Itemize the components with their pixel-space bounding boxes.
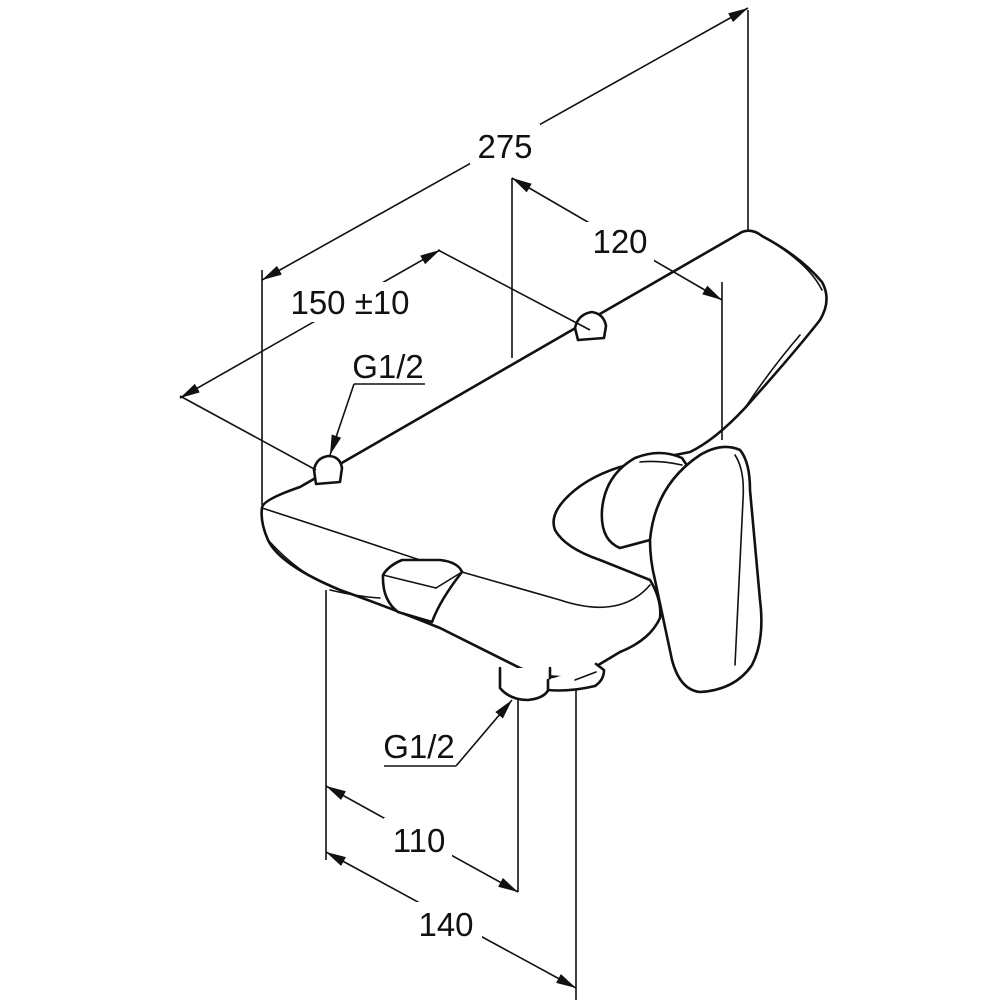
dim-110: 110 [325, 785, 519, 893]
top-inlet-left [312, 454, 344, 486]
top-inlet-right [573, 310, 608, 342]
bottom-outlet [498, 662, 606, 702]
dim-label-275: 275 [477, 128, 532, 165]
thread-label-bottom: G1/2 [383, 699, 513, 767]
outlet-slot [381, 558, 464, 624]
dim-275: 275 [261, 7, 749, 281]
handle-lever [648, 445, 763, 694]
thread-bottom-text: G1/2 [383, 728, 455, 765]
thread-top-text: G1/2 [352, 348, 424, 385]
dim-label-110: 110 [393, 822, 446, 859]
thread-label-top: G1/2 [329, 348, 425, 456]
dim-150: 150 ±10 [179, 249, 441, 399]
dim-120: 120 [511, 177, 723, 301]
dim-label-150: 150 ±10 [290, 284, 409, 321]
dim-label-140: 140 [418, 906, 473, 943]
dim-label-120: 120 [592, 223, 647, 260]
mixer-handle [600, 445, 763, 694]
dim-140: 140 [325, 851, 577, 989]
